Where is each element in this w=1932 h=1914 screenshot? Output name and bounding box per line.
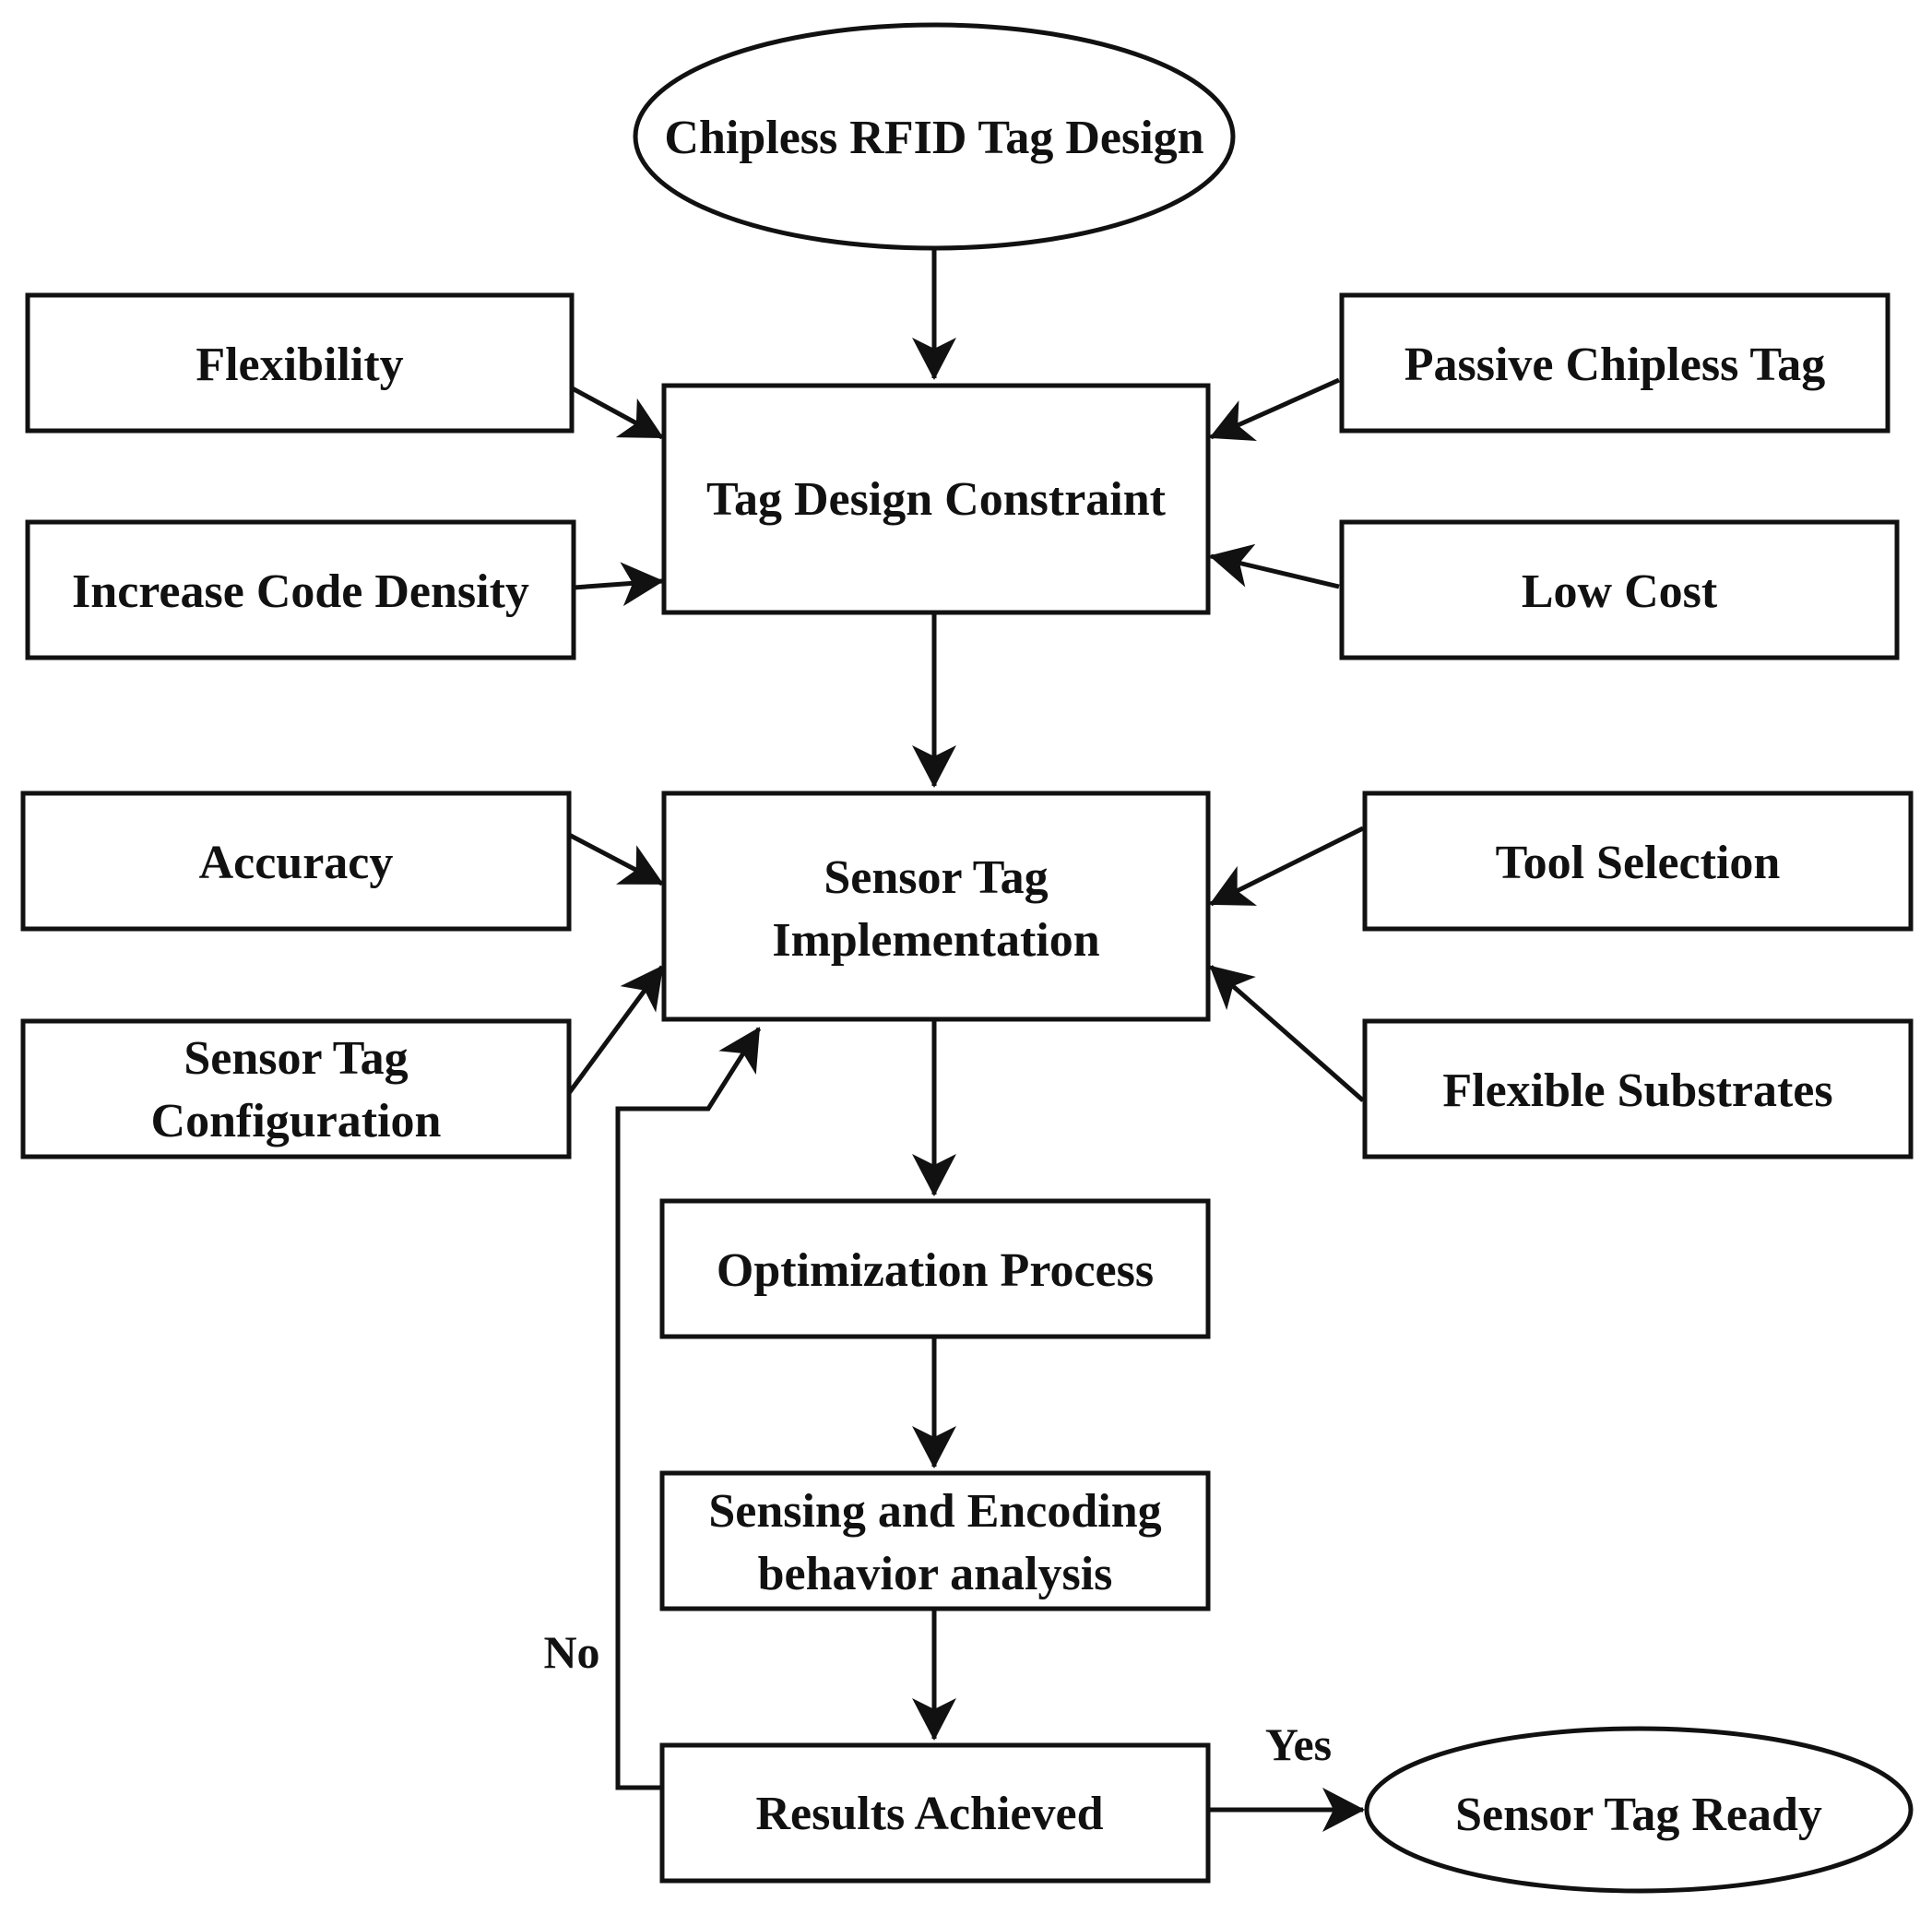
tool-selection-label: Tool Selection bbox=[1496, 837, 1781, 889]
node-accuracy: Accuracy bbox=[20, 791, 572, 932]
edge-passive-to-constraint bbox=[1209, 377, 1341, 441]
sensor-tag-ready-label: Sensor Tag Ready bbox=[1455, 1789, 1822, 1841]
optimization-process-label: Optimization Process bbox=[717, 1244, 1154, 1297]
node-start: Chipless RFID Tag Design bbox=[633, 22, 1236, 251]
increase-code-density-label: Increase Code Density bbox=[72, 565, 529, 618]
edge-configuration-to-implementation bbox=[566, 965, 665, 1095]
sensor-tag-configuration-line-2: Configuration bbox=[151, 1095, 442, 1147]
sensor-tag-ready-ellipse bbox=[1364, 1726, 1914, 1894]
passive-chipless-tag-label: Passive Chipless Tag bbox=[1405, 339, 1826, 391]
node-passive-chipless-tag: Passive Chipless Tag bbox=[1339, 292, 1891, 434]
edge-accuracy-to-implementation bbox=[567, 832, 664, 886]
low-cost-label: Low Cost bbox=[1522, 565, 1718, 618]
accuracy-label: Accuracy bbox=[199, 837, 394, 889]
edge-label-no: No bbox=[543, 1626, 599, 1678]
node-sensor-tag-implementation: Sensor Tag Implementation bbox=[661, 791, 1211, 1022]
edge-substrates-to-implementation bbox=[1209, 965, 1365, 1102]
edge-tool-selection-to-implementation bbox=[1209, 826, 1365, 907]
edge-code-density-to-constraint bbox=[573, 562, 664, 607]
sensor-tag-configuration-line-1: Sensor Tag bbox=[184, 1032, 408, 1085]
flexible-substrates-label: Flexible Substrates bbox=[1442, 1064, 1832, 1117]
tag-design-constraint-label: Tag Design Constraint bbox=[706, 473, 1167, 526]
sensing-encoding-line-2: behavior analysis bbox=[758, 1548, 1113, 1600]
sensor-tag-implementation-line-2: Implementation bbox=[772, 914, 1099, 967]
node-sensor-tag-ready: Sensor Tag Ready bbox=[1364, 1726, 1914, 1894]
edge-results-no-loop bbox=[615, 1027, 762, 1790]
node-tool-selection: Tool Selection bbox=[1362, 791, 1914, 932]
edge-flexibility-to-constraint bbox=[565, 383, 664, 440]
node-low-cost: Low Cost bbox=[1339, 519, 1900, 660]
node-sensor-tag-configuration: Sensor Tag Configuration bbox=[20, 1018, 572, 1159]
start-label: Chipless RFID Tag Design bbox=[664, 112, 1203, 164]
edge-lowcost-to-constraint bbox=[1209, 543, 1340, 589]
flexibility-label: Flexibility bbox=[196, 339, 403, 391]
sensing-encoding-line-1: Sensing and Encoding bbox=[708, 1485, 1161, 1538]
node-sensing-encoding-analysis: Sensing and Encoding behavior analysis bbox=[659, 1470, 1211, 1611]
node-results-achieved: Results Achieved bbox=[659, 1742, 1211, 1884]
node-optimization-process: Optimization Process bbox=[659, 1198, 1211, 1339]
node-increase-code-density: Increase Code Density bbox=[25, 519, 576, 660]
node-flexibility: Flexibility bbox=[25, 292, 575, 434]
sensor-tag-implementation-line-1: Sensor Tag bbox=[824, 851, 1048, 904]
edge-label-yes: Yes bbox=[1265, 1718, 1332, 1770]
node-tag-design-constraint: Tag Design Constraint bbox=[661, 383, 1211, 615]
results-achieved-label: Results Achieved bbox=[756, 1788, 1104, 1840]
node-flexible-substrates: Flexible Substrates bbox=[1362, 1018, 1914, 1159]
edges bbox=[565, 249, 1365, 1832]
start-ellipse bbox=[633, 22, 1236, 251]
